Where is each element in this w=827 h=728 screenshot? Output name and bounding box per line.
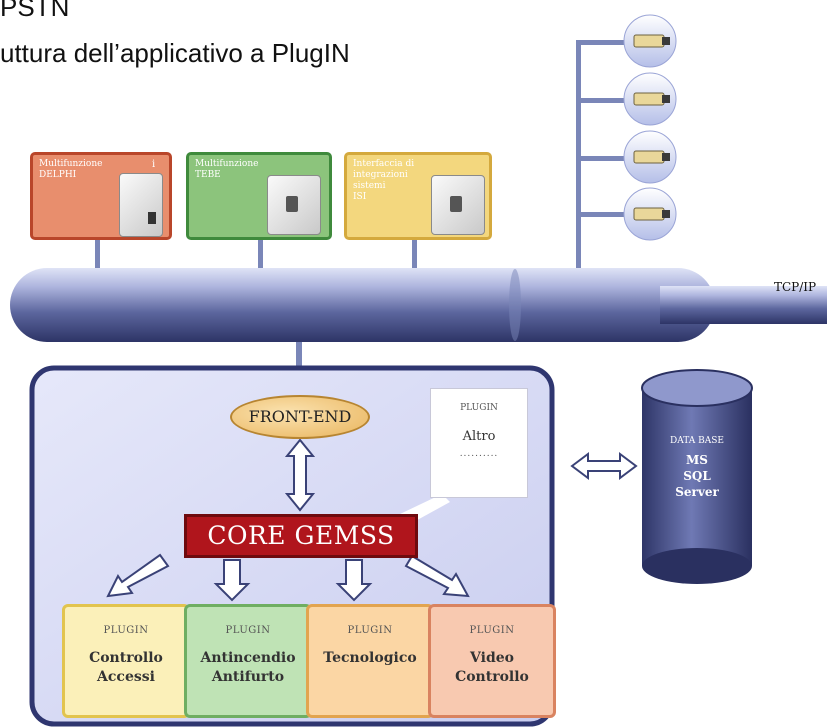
camera-icon — [623, 187, 677, 241]
database-line-1: MS — [686, 453, 708, 467]
camera-icon — [623, 72, 677, 126]
network-label: TCP/IP — [774, 280, 817, 294]
network-pipe-joint — [509, 269, 521, 341]
database-line-3: Server — [675, 485, 719, 499]
plugin-name: Tecnologico — [323, 650, 417, 666]
device-delphi: Multifunzione DELPHI i — [30, 152, 172, 240]
plugin-controllo-accessi: PLUGIN Controllo Accessi — [62, 604, 190, 718]
camera-bus-vertical — [576, 40, 581, 272]
device-tebe: Multifunzione TEBE — [186, 152, 332, 240]
plugin-header: PLUGIN — [225, 625, 271, 636]
arrow-to-plugin-2-icon — [213, 559, 251, 602]
device-label: Multifunzione TEBE — [195, 159, 259, 180]
device-unit-icon — [431, 175, 485, 235]
device-label: Multifunzione DELPHI — [39, 159, 103, 180]
plugin-name: Controllo Accessi — [89, 650, 163, 685]
front-end-node: FRONT-END — [230, 395, 370, 439]
plugin-tecnologico: PLUGIN Tecnologico — [306, 604, 434, 718]
heading-line-2: uttura dell’applicativo a PlugIN — [0, 38, 350, 68]
camera-link-2 — [581, 98, 625, 103]
drop-core — [296, 342, 302, 370]
device-unit-icon — [267, 175, 321, 235]
plugin-note: PLUGIN Altro .......... — [430, 388, 528, 498]
arrow-to-plugin-4-icon — [404, 554, 470, 598]
arrow-to-plugin-3-icon — [335, 559, 373, 602]
camera-link-1 — [581, 40, 625, 45]
drop-delphi — [95, 240, 100, 274]
plugin-note-dots: .......... — [459, 449, 499, 459]
database-header: DATA BASE — [670, 436, 724, 446]
plugin-note-name: Altro — [462, 429, 496, 444]
heading-line-1: PSTN — [0, 0, 70, 22]
camera-link-4 — [581, 212, 625, 217]
device-isi: Interfaccia di integrazioni sistemi ISI — [344, 152, 492, 240]
panel-database-arrow-icon — [570, 452, 638, 480]
plugin-header: PLUGIN — [347, 625, 393, 636]
plugin-header: PLUGIN — [469, 625, 515, 636]
network-pipe-right — [660, 286, 827, 324]
arrow-to-plugin-1-icon — [106, 553, 170, 598]
database-line-2: SQL — [683, 469, 711, 483]
plugin-name: Antincendio Antifurto — [200, 650, 296, 685]
device-badge: i — [152, 159, 156, 170]
camera-link-3 — [581, 156, 625, 161]
camera-icon — [623, 130, 677, 184]
network-pipe — [10, 268, 715, 342]
drop-tebe — [258, 240, 263, 274]
device-unit-icon — [119, 173, 163, 237]
core-gemss: CORE GEMSS — [184, 514, 418, 558]
database-icon — [641, 369, 753, 584]
plugin-note-header: PLUGIN — [460, 403, 498, 413]
plugin-video-controllo: PLUGIN Video Controllo — [428, 604, 556, 718]
camera-icon — [623, 14, 677, 68]
drop-isi — [412, 240, 417, 274]
plugin-name: Video Controllo — [455, 650, 529, 685]
device-label: Interfaccia di integrazioni sistemi ISI — [353, 159, 415, 202]
plugin-antincendio-antifurto: PLUGIN Antincendio Antifurto — [184, 604, 312, 718]
front-end-core-arrow-icon — [284, 438, 316, 512]
database-labels: DATA BASE MS SQL Server — [642, 436, 752, 500]
plugin-header: PLUGIN — [103, 625, 149, 636]
